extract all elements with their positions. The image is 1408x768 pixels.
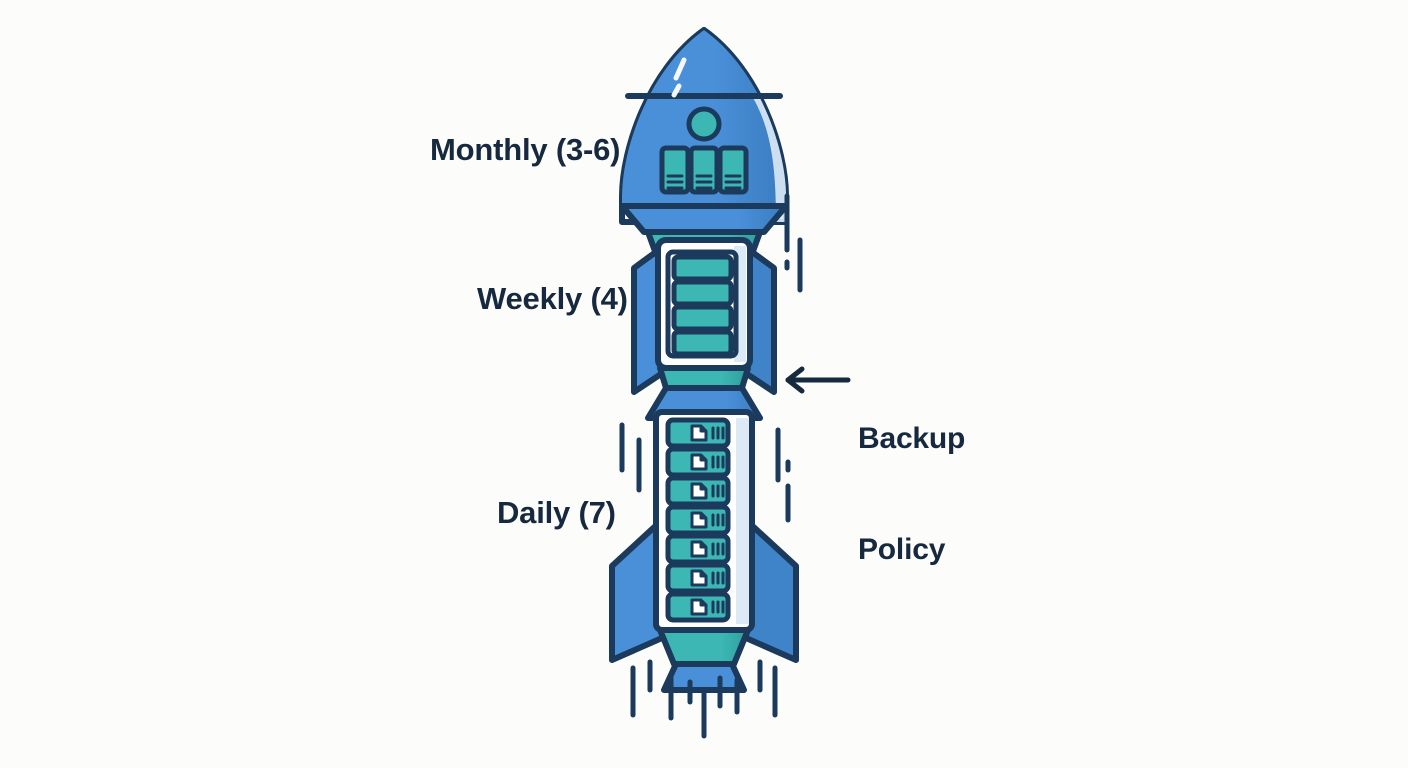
status-light-icon	[686, 106, 722, 142]
nozzle-lower	[661, 661, 747, 693]
monthly-rack-2	[688, 145, 720, 195]
annotation-line-2: Policy	[858, 533, 946, 566]
weekly-slot-4	[671, 329, 734, 357]
weekly-section	[645, 237, 763, 421]
nozzle-upper	[657, 627, 751, 667]
daily-slot-4	[665, 504, 731, 536]
daily-slot-2	[665, 446, 731, 478]
weekly-label: Weekly (4)	[477, 281, 628, 316]
weekly-slot-3	[671, 304, 734, 332]
weekly-slot-2	[671, 279, 734, 307]
daily-slot-5	[665, 533, 731, 565]
monthly-section	[619, 27, 789, 257]
monthly-rack-1	[659, 145, 691, 195]
annotation-line-1: Backup	[858, 422, 966, 455]
daily-slot-7	[665, 591, 731, 623]
nozzle-group	[657, 627, 751, 693]
weekly-slot-1	[671, 254, 734, 282]
monthly-collar	[619, 203, 789, 235]
daily-slot-6	[665, 562, 731, 594]
daily-slot-1	[665, 417, 731, 449]
annotation-label: Backup Policy	[858, 346, 965, 642]
rocket-group	[609, 27, 851, 739]
daily-section	[653, 409, 755, 633]
daily-slot-3	[665, 475, 731, 507]
speed-lines	[619, 193, 803, 739]
daily-label: Daily (7)	[497, 495, 616, 530]
arrow-left-icon	[785, 366, 805, 394]
monthly-rack-3	[717, 145, 749, 195]
monthly-label: Monthly (3-6)	[430, 132, 621, 167]
annotation-arrow	[785, 366, 851, 394]
